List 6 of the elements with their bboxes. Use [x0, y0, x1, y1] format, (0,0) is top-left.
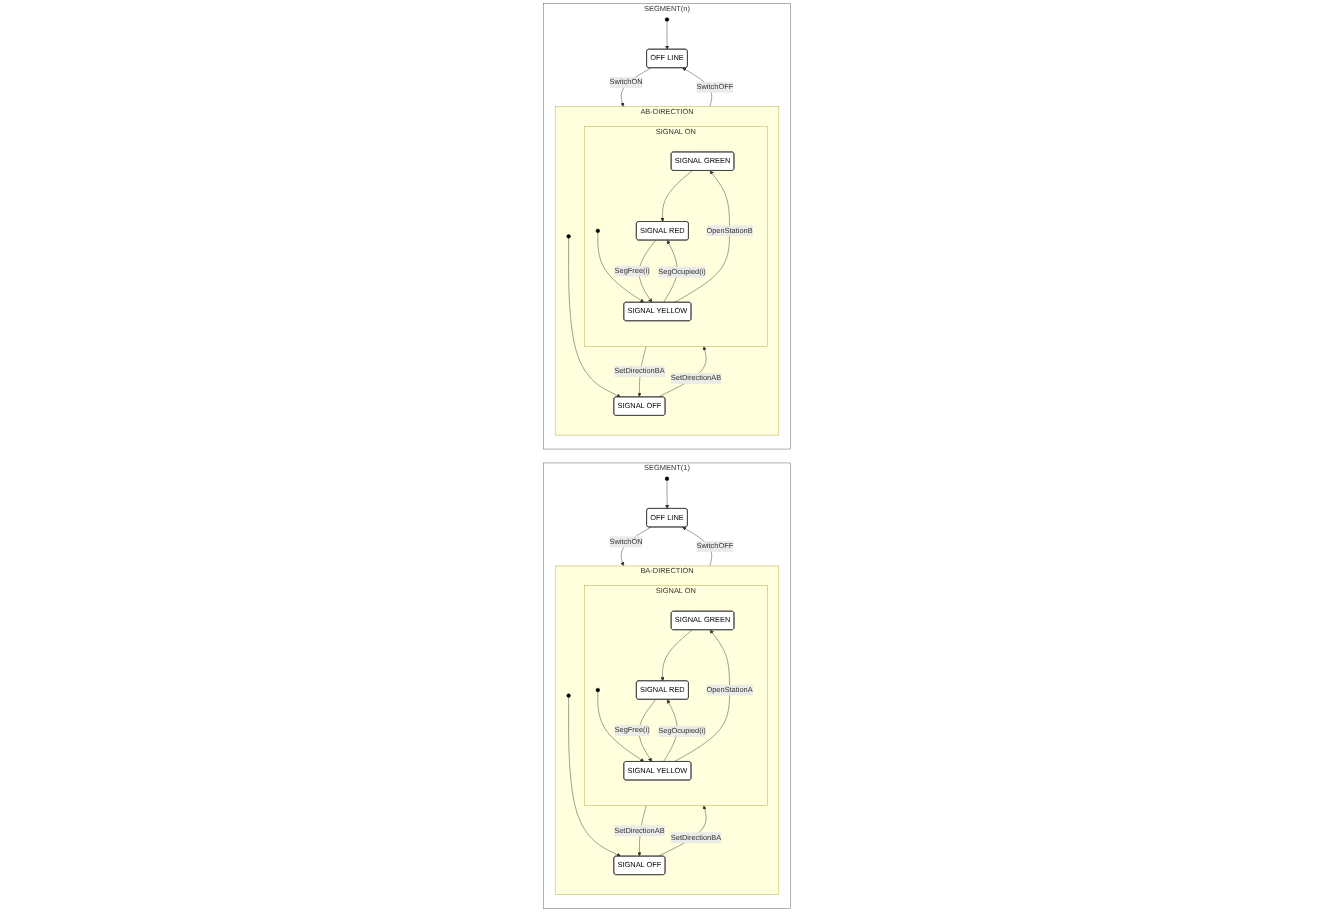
node-circle — [566, 693, 571, 698]
node-circle — [566, 234, 571, 239]
node-circle — [595, 687, 600, 693]
node-circle — [595, 228, 600, 233]
node-circle — [664, 17, 670, 22]
node-circle — [664, 476, 670, 481]
